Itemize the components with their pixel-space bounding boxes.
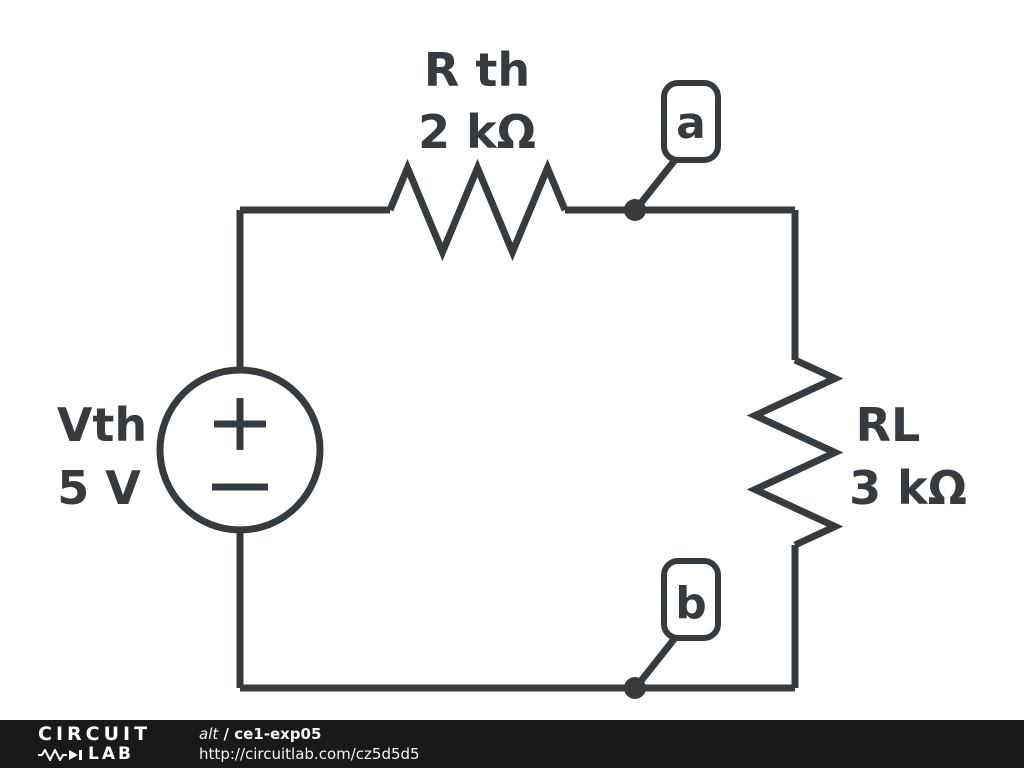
circuit-url-link[interactable]: http://circuitlab.com/cz5d5d5 (199, 745, 420, 763)
resistor-rl: RL 3 kΩ (746, 356, 967, 549)
terminal-b-box (661, 558, 721, 641)
resistor-rth: R th 2 kΩ (386, 43, 569, 262)
source-value-label: 5 V (57, 461, 141, 515)
circuit-name: / ce1-exp05 (218, 724, 322, 743)
terminal-a-box (661, 80, 721, 163)
resistor-zigzag-icon (38, 748, 82, 761)
circuit-diagram: Vth 5 V R th 2 kΩ RL 3 kΩ a b (57, 43, 967, 699)
circuit-title: alt / ce1-exp05 (199, 724, 420, 744)
terminal-b-label: b (675, 578, 707, 629)
plus-icon (214, 398, 266, 450)
terminal-b-node-dot (624, 677, 646, 699)
circuitlab-logo-bottom-row: LAB (38, 746, 151, 763)
source-name-label: Vth (57, 398, 147, 452)
circuitlab-logo: CIRCUIT LAB (38, 725, 151, 763)
circuitlab-logo-text-bottom: LAB (88, 744, 134, 764)
resistor-rth-zigzag (386, 158, 569, 262)
circuit-wires (236, 206, 799, 692)
circuitlab-logo-text-top: CIRCUIT (38, 723, 152, 745)
voltage-source: Vth 5 V (57, 366, 324, 534)
terminal-a-label: a (676, 98, 706, 149)
resistor-rl-value-label: 3 kΩ (849, 461, 967, 515)
footer-text-block: alt / ce1-exp05 http://circuitlab.com/cz… (199, 724, 420, 765)
terminal-a-lead (634, 157, 678, 211)
resistor-rl-zigzag (746, 356, 844, 549)
resistor-rl-name-label: RL (856, 398, 921, 452)
circuit-author: alt (199, 724, 219, 743)
footer-bar: CIRCUIT LAB alt / ce1-exp05 http://circu… (0, 720, 1024, 768)
resistor-rth-value-label: 2 kΩ (418, 105, 536, 159)
terminal-b-lead (634, 635, 678, 689)
resistor-rth-name-label: R th (424, 43, 530, 97)
terminal-a: a (624, 80, 721, 221)
terminal-b: b (624, 558, 721, 699)
terminal-a-node-dot (624, 199, 646, 221)
